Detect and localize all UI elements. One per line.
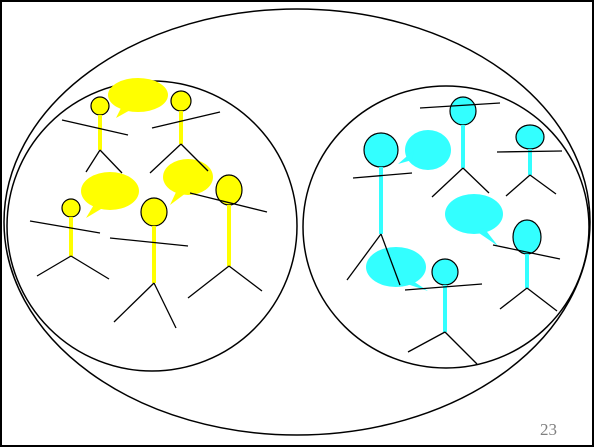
left-group — [29, 78, 268, 329]
stick-figure — [419, 96, 501, 198]
stick-figure — [109, 197, 189, 329]
speech-bubble — [445, 194, 503, 246]
outer-population-ellipse — [3, 8, 591, 436]
speech-bubble — [81, 172, 139, 218]
stick-figure — [496, 124, 563, 197]
stick-figure — [29, 198, 110, 280]
stick-figure — [346, 132, 413, 286]
stick-figure — [149, 90, 221, 174]
right-community-circle — [302, 85, 590, 369]
speech-bubble — [398, 130, 451, 170]
speech-bubble — [163, 159, 213, 205]
stick-figure — [187, 174, 268, 299]
slide-page-number: 23 — [540, 420, 557, 439]
speech-bubble — [366, 247, 428, 291]
stick-figure — [404, 258, 483, 365]
speech-bubble — [108, 78, 168, 118]
stick-figure — [492, 219, 561, 312]
right-group — [346, 96, 563, 365]
stick-figure — [61, 96, 129, 174]
